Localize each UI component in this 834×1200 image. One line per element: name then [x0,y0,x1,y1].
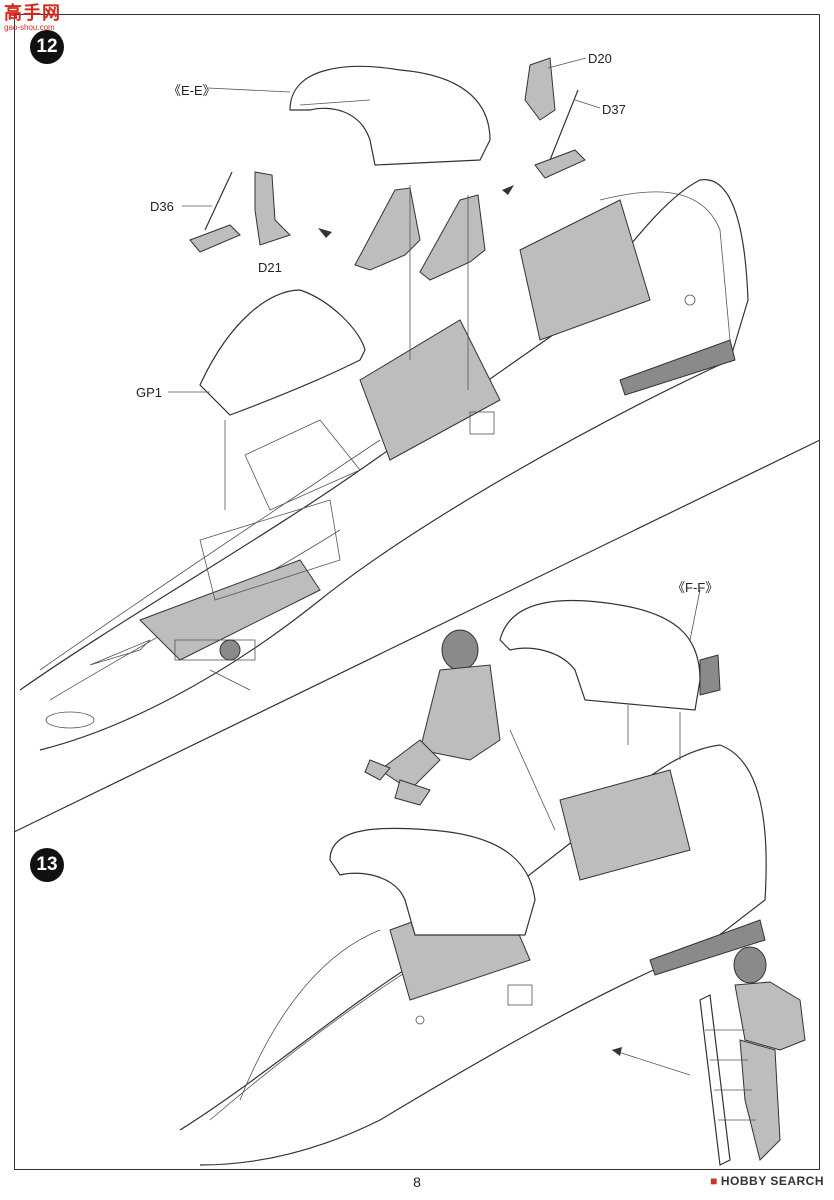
step-number-badge: 12 [30,30,64,64]
step12-parts-d20-d37 [524,57,586,179]
step-divider-line [13,439,821,833]
step13-front-canopy-open [329,827,536,936]
part-label-gp1: GP1 [136,385,163,400]
step12-parts-d36-d21 [189,171,291,253]
step13-fuselage [179,744,767,1166]
step13-leader-ff [689,589,701,641]
watermark-brand: 高手网 [4,3,61,23]
step-number-badge: 13 [30,848,64,882]
part-label-canopy-ff: 《F-F》 [672,580,719,595]
step12-assembled-frames [354,185,486,390]
part-label-canopy-ee: 《E-E》 [168,83,216,98]
hobby-search-logo: ■HOBBY SEARCH [710,1174,824,1188]
part-label-d20: D20 [588,51,612,66]
step12-arrows [318,185,514,238]
part-label-d37: D37 [602,102,626,117]
step13-pilot-on-ladder [611,946,806,1166]
step13-seated-pilot [364,629,556,831]
step13-canopy-ff [499,600,721,760]
step12-windscreen-gp1 [199,289,366,510]
step12-fuselage [19,179,749,751]
hobby-search-mark-icon: ■ [710,1174,718,1188]
page-frame [14,14,820,1170]
part-label-d36: D36 [150,199,174,214]
step12-canopy-ee [289,65,491,166]
hobby-search-text: HOBBY SEARCH [720,1174,824,1188]
page-number: 8 [413,1174,421,1190]
watermark-url: gao-shou.com [4,23,55,32]
step12-leader-lines [168,57,601,393]
watermark-logo: 高手网 gao-shou.com [4,4,61,32]
part-label-d21: D21 [258,260,282,275]
